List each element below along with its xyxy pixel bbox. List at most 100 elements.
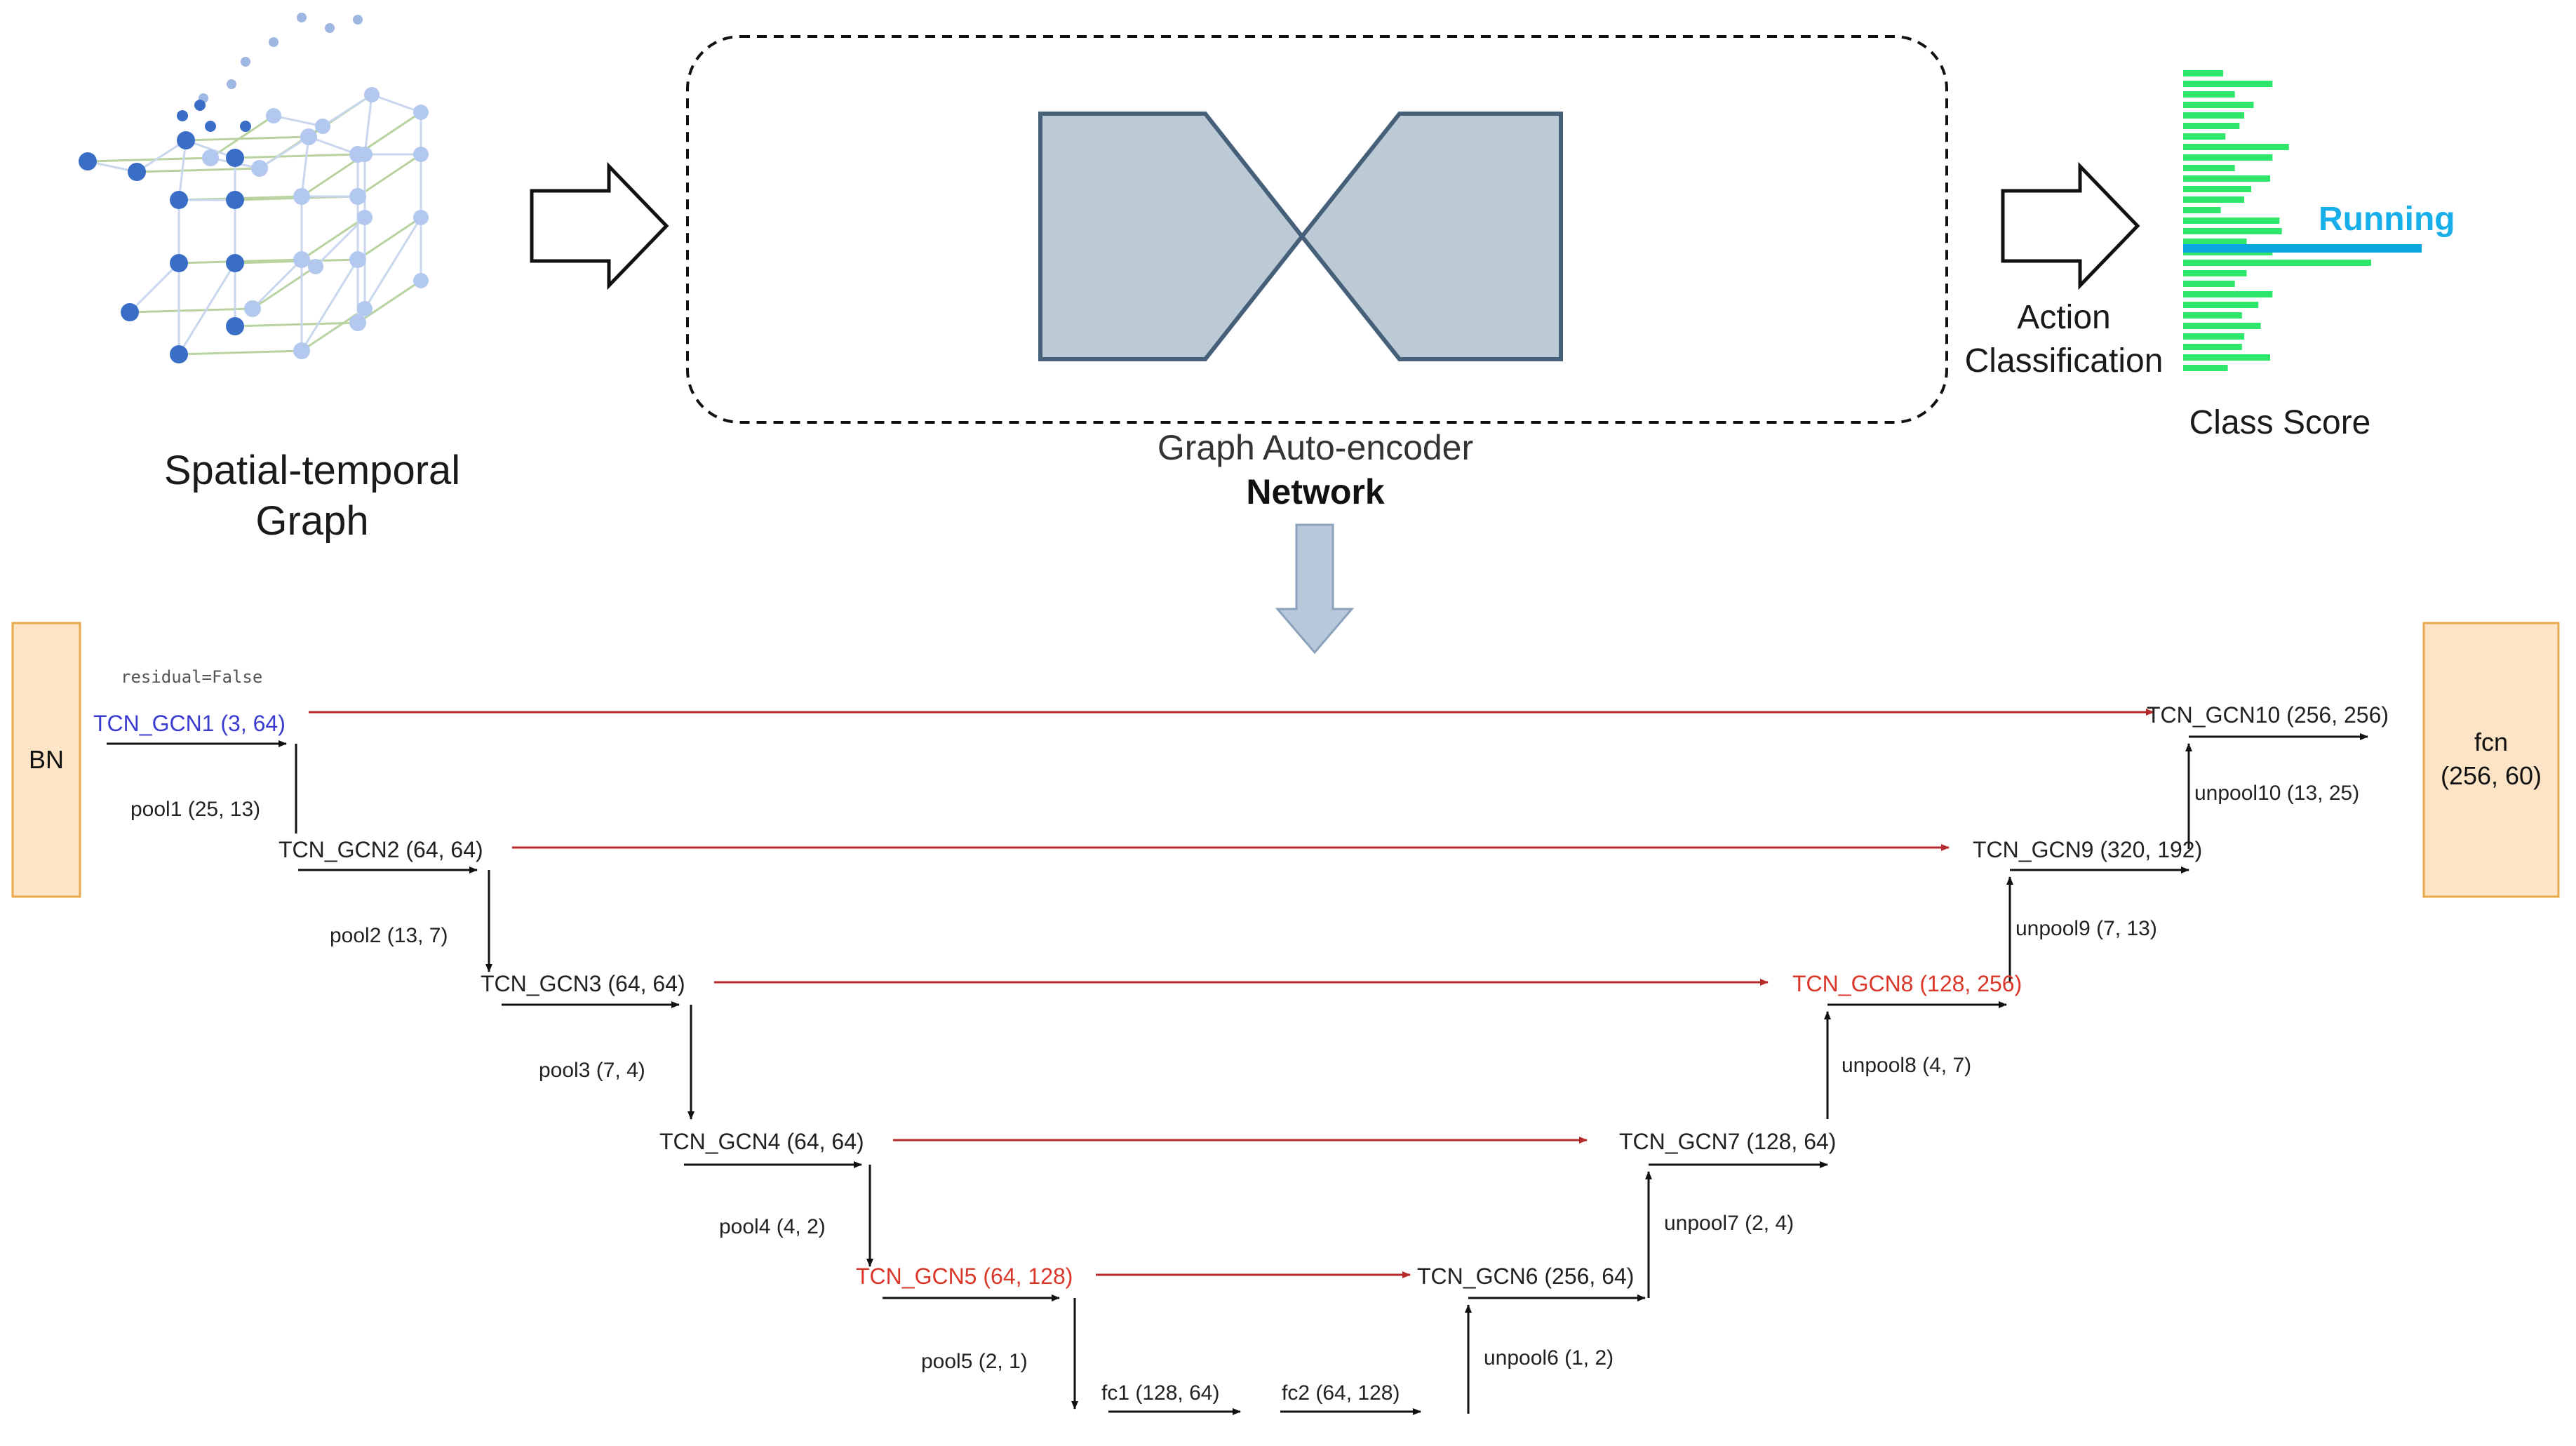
- fcn-label: fcn: [2474, 728, 2508, 756]
- unpool-label-8: unpool8 (4, 7): [1842, 1054, 1971, 1077]
- node-label-tcn-gcn10: TCN_GCN10 (256, 256): [2147, 702, 2389, 728]
- running-score-bar: [2183, 244, 2422, 253]
- score-bar: [2183, 270, 2247, 276]
- score-bar: [2183, 354, 2270, 361]
- node-label-tcn-gcn5: TCN_GCN5 (64, 128): [856, 1264, 1073, 1289]
- score-bar: [2183, 312, 2242, 319]
- temporal-edge: [129, 307, 253, 314]
- input-label-line2: Graph: [255, 498, 368, 544]
- graph-node: [300, 128, 317, 145]
- graph-node: [413, 105, 429, 120]
- score-bar: [2183, 70, 2223, 76]
- temporal-edge: [87, 156, 211, 163]
- node-label-tcn-gcn6: TCN_GCN6 (256, 64): [1417, 1264, 1634, 1289]
- graph-node: [128, 163, 146, 181]
- node-label-tcn-gcn7: TCN_GCN7 (128, 64): [1619, 1129, 1836, 1154]
- score-bar: [2183, 165, 2235, 171]
- score-bar: [2183, 228, 2282, 234]
- node-label-tcn-gcn9: TCN_GCN9 (320, 192): [1973, 837, 2202, 862]
- graph-node: [269, 37, 279, 47]
- spatial-edge: [177, 140, 187, 201]
- fc-label-1: fc1 (128, 64): [1101, 1381, 1219, 1405]
- score-bar: [2183, 186, 2252, 192]
- graph-node: [170, 191, 188, 209]
- temporal-edge: [210, 114, 274, 159]
- temporal-edge: [178, 349, 302, 356]
- graph-node: [227, 79, 236, 89]
- score-bar: [2183, 81, 2273, 87]
- graph-node: [297, 13, 307, 22]
- graph-node: [413, 147, 429, 162]
- spatial-edge: [300, 136, 310, 197]
- down-arrow-icon: [1275, 523, 1355, 655]
- bn-box: [11, 622, 81, 898]
- right-arrow-icon-2: [2001, 161, 2140, 290]
- graph-node: [266, 108, 281, 123]
- spatial-edge: [273, 114, 323, 128]
- spatial-edge: [314, 216, 366, 268]
- score-bar: [2183, 196, 2245, 203]
- spatial-edge: [363, 94, 373, 155]
- graph-node: [349, 188, 366, 205]
- score-bar: [2183, 91, 2235, 98]
- unpool-label-10: unpool10 (13, 25): [2194, 782, 2359, 805]
- graph-node: [240, 121, 251, 132]
- graph-node: [353, 15, 363, 25]
- temporal-edge: [234, 321, 358, 328]
- temporal-edge: [357, 216, 422, 261]
- graph-node: [413, 210, 429, 225]
- pool-label-1: pool1 (25, 13): [130, 798, 260, 821]
- score-bar: [2183, 112, 2245, 119]
- flow-arrows: [107, 733, 2368, 1415]
- graph-node: [315, 119, 330, 134]
- graph-node: [202, 149, 219, 166]
- node-label-tcn-gcn4: TCN_GCN4 (64, 64): [659, 1129, 864, 1154]
- graph-node: [121, 303, 139, 321]
- temporal-edge: [234, 153, 358, 159]
- graph-node: [325, 23, 335, 33]
- score-bar: [2183, 175, 2270, 182]
- score-bar: [2183, 207, 2221, 213]
- network-label-bold: Network: [1246, 472, 1384, 511]
- score-bar: [2183, 365, 2228, 371]
- pool-label-4: pool4 (4, 2): [719, 1215, 826, 1238]
- autoencoder-container: [686, 35, 1948, 424]
- spatial-edge: [371, 93, 422, 114]
- pool-label-2: pool2 (13, 7): [330, 924, 448, 947]
- score-bar: [2183, 102, 2254, 108]
- score-bar: [2183, 239, 2247, 245]
- spatial-edge: [259, 135, 309, 170]
- graph-node: [349, 146, 366, 163]
- decoder-shape: [1299, 112, 1563, 361]
- graph-node: [241, 57, 250, 67]
- graph-node: [177, 110, 188, 121]
- score-bar: [2183, 323, 2261, 329]
- graph-node: [293, 188, 310, 205]
- encoder-shape: [1038, 112, 1305, 361]
- temporal-edge: [357, 111, 422, 156]
- spatial-edge: [251, 258, 303, 310]
- temporal-edge: [357, 153, 422, 198]
- temporal-edge: [136, 167, 260, 173]
- node-label-tcn-gcn2: TCN_GCN2 (64, 64): [279, 837, 483, 862]
- spatial-edge: [363, 217, 422, 309]
- spatial-temporal-graph-illustration: [79, 13, 429, 363]
- graph-node: [226, 317, 244, 335]
- pool-label-3: pool3 (7, 4): [539, 1059, 645, 1082]
- action-label-line2: Classification: [1965, 342, 2164, 380]
- graph-node: [170, 345, 188, 363]
- spatial-edge: [308, 135, 358, 156]
- graph-node: [413, 273, 429, 288]
- score-bar: [2183, 291, 2273, 297]
- score-bar: [2183, 281, 2235, 287]
- input-label: Spatial-temporal: [164, 448, 460, 493]
- score-bar: [2183, 144, 2289, 150]
- bn-label: BN: [29, 745, 64, 774]
- spatial-edge: [136, 139, 187, 173]
- temporal-edge: [357, 279, 422, 324]
- spatial-edge: [322, 93, 373, 128]
- running-label: Running: [2319, 201, 2455, 238]
- score-bar: [2183, 260, 2371, 266]
- class-score-bars: [2183, 70, 2422, 371]
